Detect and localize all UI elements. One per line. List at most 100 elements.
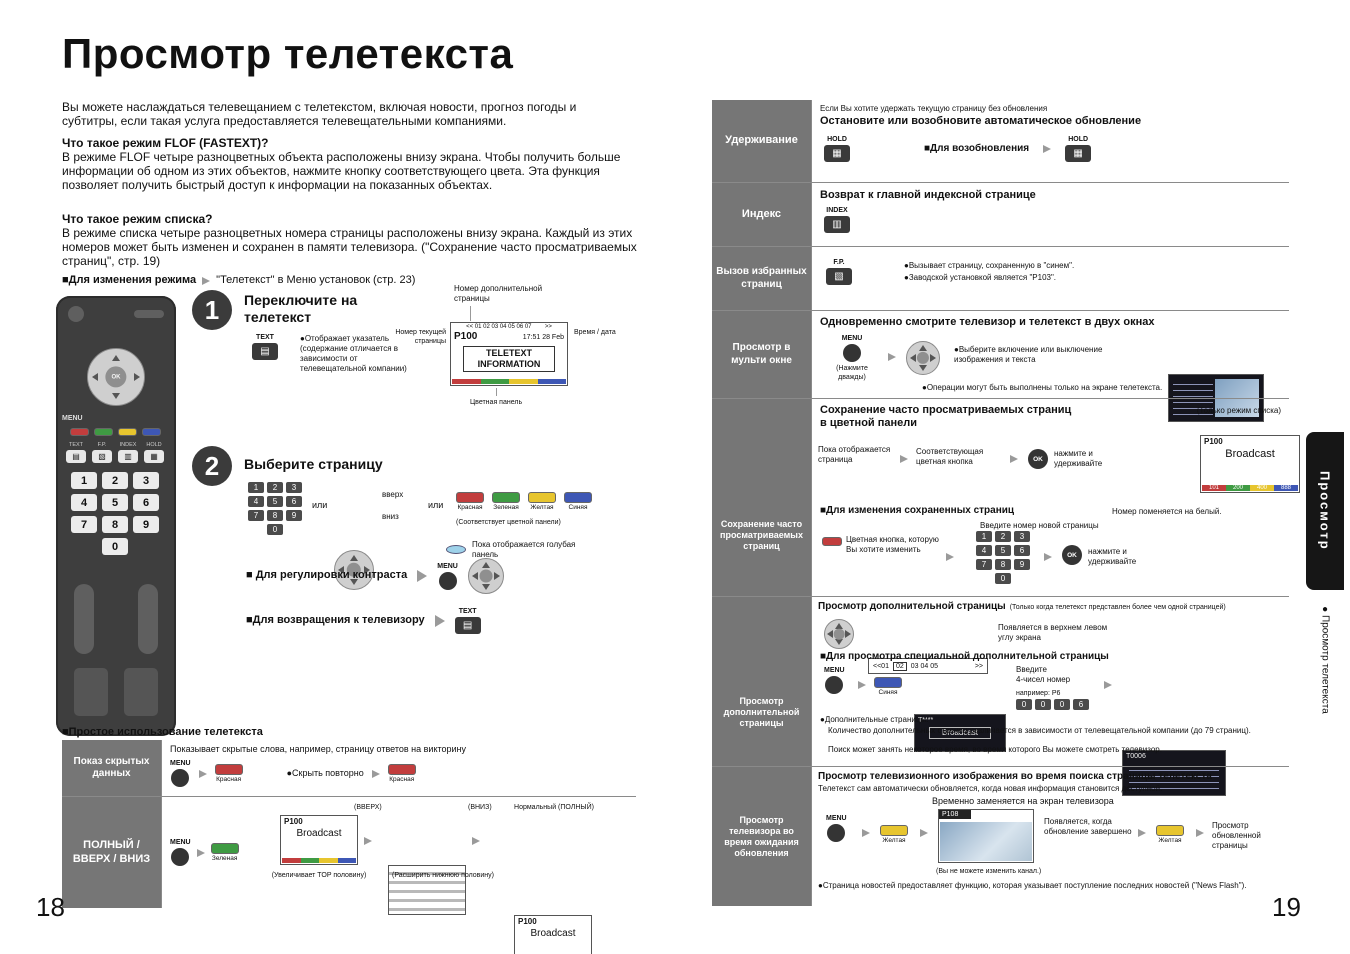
row-content-hidden-data: Показывает скрытые слова, например, стра…: [162, 740, 636, 796]
key-4: 4: [248, 496, 264, 507]
broadcast-screen: P100 Broadcast: [514, 915, 592, 954]
arrow-icon: [434, 615, 445, 627]
subpage-title: Просмотр дополнительной страницы: [818, 601, 1006, 612]
hidden-data-flow: MENU Красная ●Скрыть повторно Красная: [170, 760, 416, 787]
program-rocker: [138, 584, 158, 654]
arrow-icon: [371, 769, 380, 778]
arrow-icon: [1044, 553, 1052, 561]
key-5: 5: [102, 494, 128, 511]
hold-label: HOLD: [827, 136, 847, 143]
key-1: 1: [71, 472, 97, 489]
hold-icon: ▦: [1065, 145, 1092, 162]
text-button: TEXT ▤: [252, 334, 278, 360]
screen-header: P100 17:51 28 Feb: [451, 331, 567, 344]
or-text: или: [428, 500, 444, 510]
index-icon: ▥: [824, 216, 850, 233]
page-title: Просмотр телетекста: [62, 30, 514, 77]
menu-button: MENU: [824, 667, 845, 694]
yellow-button-group: Желтая: [528, 492, 556, 511]
strip-end: >>: [974, 662, 983, 670]
index-label: INDEX: [826, 207, 848, 214]
code-key-6: 6: [1073, 699, 1089, 710]
press-hold-label: нажмите и удерживайте: [1054, 449, 1103, 468]
blue-button: [564, 492, 592, 503]
color-key-icon: [822, 537, 842, 546]
enter-label: Введите: [1016, 665, 1047, 674]
cannot-change-channel-note: (Вы не можете изменить канал.): [936, 868, 1042, 875]
current-page-label: Номер текущей страницы: [395, 329, 446, 345]
key-6: 6: [286, 496, 302, 507]
green-label: Зеленая: [211, 855, 238, 862]
enter-label-2: 4-чисел номер: [1016, 675, 1071, 684]
time-date-label: Время / дата: [574, 329, 616, 336]
menu-button: MENU: [826, 815, 847, 842]
text-button-note: ●Отображает указатель (содержание отлича…: [300, 334, 407, 373]
up-mode-label: (ВВЕРХ): [354, 804, 382, 811]
arrow-icon: [946, 553, 954, 561]
ok-button: OK: [1062, 545, 1082, 565]
arrow-icon: [196, 848, 205, 857]
hold-button: HOLD ▦: [824, 136, 850, 162]
red-button: [214, 764, 243, 775]
list-mode-only-note: (Только режим списка): [1196, 406, 1281, 415]
yellow-button: [118, 428, 137, 436]
hold-icon: ▦: [824, 145, 850, 162]
example-label: например: P6: [1016, 690, 1061, 697]
text-button: TEXT▤: [454, 608, 481, 634]
multiwindow-dpad: [906, 341, 940, 375]
change-saved-label: ■Для изменения сохраненных страниц: [820, 505, 1015, 516]
remote-index-label: INDEX: [119, 442, 137, 448]
yellow-button: [880, 825, 908, 836]
fp-icon: ▧: [826, 268, 852, 285]
arrow-icon: [1010, 455, 1018, 463]
down-mode-label: (ВНИЗ): [468, 804, 492, 811]
row-header-hidden-data: Показ скрытых данных: [62, 740, 162, 796]
page-number-right: 19: [1272, 892, 1301, 922]
blue-button-group: Синяя: [564, 492, 592, 511]
remote-text-button: TEXT▤: [66, 442, 86, 463]
index-button: INDEX ▥: [824, 207, 850, 233]
key-8: 8: [995, 559, 1011, 570]
remote-bottom-button-left: [74, 668, 108, 716]
tv-waiting-line-2: Временно заменяется на экран телевизора: [932, 796, 1114, 806]
simple-use-heading: ■Простое использование телетекста: [62, 726, 263, 738]
mode-change-line: ■Для изменения режима "Телетекст" в Меню…: [62, 274, 415, 288]
ok-button: OK: [1028, 449, 1048, 469]
code-key-0: 0: [1054, 699, 1070, 710]
key-3: 3: [133, 472, 159, 489]
broadcast-screen: P100 Broadcast: [280, 815, 358, 865]
numeric-keypad: 1 2 3 4 5 6 7 8 9 0: [248, 482, 302, 535]
remote-bottom-button-right: [124, 668, 158, 716]
page-number-left: 18: [36, 892, 65, 922]
row-content-favorite: F.P.▧ ●Вызывает страницу, сохраненную в …: [812, 246, 1289, 310]
screen-line-1: TELETEXT: [485, 347, 532, 358]
arrow-icon: [920, 829, 928, 837]
expand-bottom-caption: (Расширить нижнюю половину): [392, 872, 494, 879]
fp-button: F.P.▧: [826, 259, 852, 285]
step-2-number: 2: [192, 446, 232, 486]
up-label: вверх: [382, 490, 404, 499]
remote-color-buttons: [70, 428, 161, 436]
menu-circle: [825, 676, 844, 694]
full-updown-flow: MENU Зеленая: [170, 839, 239, 866]
key-1: 1: [248, 482, 264, 493]
power-button: [68, 306, 84, 322]
subpage-dpad: [824, 619, 854, 649]
step-2-title: Выберите страницу: [244, 456, 383, 472]
normal-mode-label: Нормальный (ПОЛНЫЙ): [514, 804, 594, 811]
row-header-save-pages: Сохранение часто просматриваемых страниц: [712, 398, 812, 596]
color-buttons-note: (Соответствует цветной панели): [456, 519, 561, 526]
yellow-button: [528, 492, 556, 503]
remote-text-label: TEXT: [68, 442, 84, 448]
menu-label: MENU: [826, 815, 847, 822]
screen-body: TELETEXT INFORMATION: [463, 345, 555, 372]
key-0: 0: [102, 538, 128, 555]
tv-waiting-line-1: Телетекст сам автоматически обновляется,…: [818, 784, 1163, 793]
strip-highlight: 02: [892, 661, 907, 671]
strip-start: <<01: [873, 662, 889, 670]
remote-menu-label: MENU: [62, 415, 83, 422]
text-button-label: TEXT: [458, 608, 477, 615]
favorite-note-2: ●Заводской установкой является "P103".: [904, 273, 1057, 282]
hold-label: HOLD: [1068, 136, 1089, 143]
tv-waiting-title: Просмотр телевизионного изображения во в…: [818, 771, 1212, 782]
